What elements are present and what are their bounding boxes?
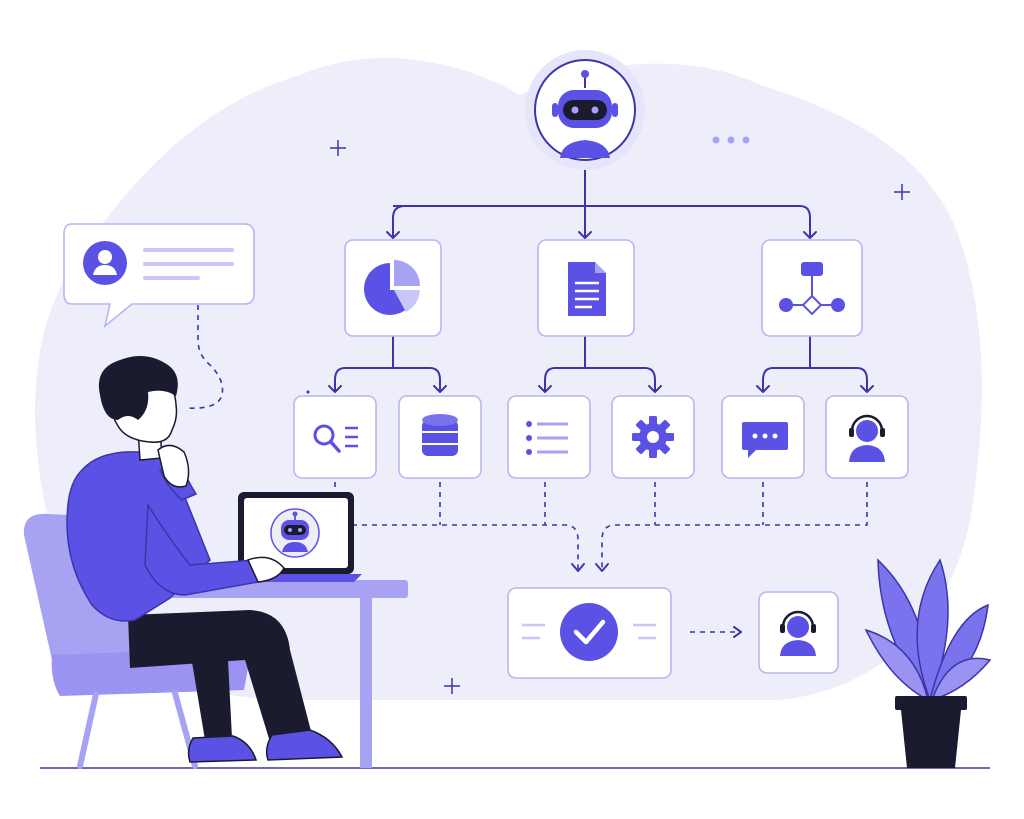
card-database: [398, 395, 482, 479]
gear-icon: [632, 416, 674, 458]
card-chat: [721, 395, 805, 479]
card-search: [293, 395, 377, 479]
left-shoe: [187, 735, 258, 763]
dashed-connectors: [184, 305, 868, 633]
database-icon: [422, 414, 458, 456]
three-dots-icon: [712, 136, 750, 144]
chat-icon: [742, 422, 788, 458]
right-shoe: [265, 729, 344, 761]
laptop: [226, 492, 362, 582]
card-settings: [611, 395, 695, 479]
robot-icon: [270, 508, 320, 558]
card-document: [537, 239, 635, 337]
card-analytics: [344, 239, 442, 337]
card-list: [507, 395, 591, 479]
thought-dot: [306, 390, 310, 394]
handoff-card: [758, 591, 839, 674]
flowchart-icon: [779, 262, 845, 316]
document-icon: [568, 262, 606, 316]
support-agent-icon: [849, 414, 885, 462]
sparkle-icon: [330, 140, 346, 156]
potted-plant: [864, 558, 992, 768]
profile-chat-bubble: [63, 223, 255, 329]
connectors: [334, 160, 868, 392]
checkmark-icon: [560, 603, 618, 661]
sparkle-icon: [894, 184, 910, 200]
pie-chart-icon: [364, 260, 420, 316]
user-profile-icon: [83, 241, 127, 285]
robot-icon: [552, 70, 618, 158]
search-list-icon: [313, 424, 358, 453]
support-agent-icon: [780, 610, 816, 656]
sparkle-icon: [444, 678, 460, 694]
list-icon: [526, 421, 568, 455]
card-support: [825, 395, 909, 479]
dashed-arrowheads: [571, 563, 742, 638]
person-at-laptop: [66, 356, 344, 763]
card-workflow: [761, 239, 863, 337]
result-card: [507, 587, 672, 679]
root-robot-node: [525, 50, 645, 170]
arrowheads: [328, 231, 874, 393]
